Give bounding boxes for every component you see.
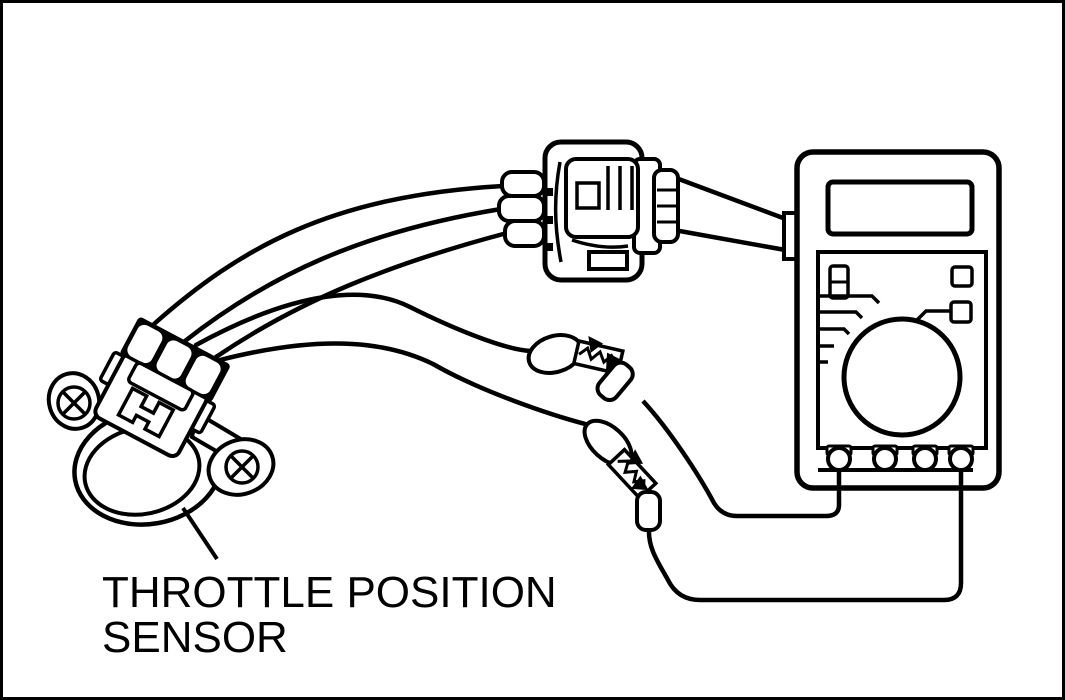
probe-boot-lower — [635, 490, 662, 532]
meter-button-1 — [950, 265, 974, 288]
diagram-label: THROTTLE POSITION SENSOR — [102, 568, 557, 662]
panel-mark-3 — [818, 327, 851, 336]
jack-2 — [872, 446, 898, 472]
harness-wire-to-meter-1 — [673, 175, 794, 224]
meter-rotary-dial — [841, 316, 963, 438]
digital-multimeter — [641, 149, 1002, 603]
harness-seal-1 — [500, 170, 546, 198]
sensor-connector-latch — [116, 386, 176, 439]
sensor-wire-2 — [182, 206, 504, 344]
sensor-wire-1 — [151, 183, 506, 327]
sensor-wire-to-upper-probe — [193, 292, 534, 354]
sensor-wire-to-lower-probe — [217, 341, 592, 428]
sensor-wire-3 — [213, 230, 510, 360]
harness-seal-3 — [503, 219, 546, 248]
meter-panel-controls — [818, 264, 974, 364]
test-lead-upper — [641, 399, 842, 519]
harness-connector-lock-tab — [587, 250, 629, 271]
label-line-1: THROTTLE POSITION — [102, 568, 557, 617]
mounting-ear-right — [189, 409, 276, 497]
meter-display — [825, 179, 975, 237]
harness-connector — [497, 139, 680, 283]
panel-mark-1 — [818, 294, 881, 305]
alligator-clip-upper-icon — [571, 335, 625, 376]
probe-boot-upper — [595, 360, 635, 403]
jumper-probe-upper — [526, 333, 635, 403]
wire-seal-1 — [124, 321, 166, 367]
meter-input-jacks — [825, 444, 975, 472]
label-leader-line — [181, 506, 219, 561]
label-line-2: SENSOR — [102, 613, 288, 662]
harness-seal-2 — [497, 194, 546, 223]
jumper-probe-lower — [582, 418, 662, 532]
jack-3 — [912, 446, 938, 472]
meter-button-2 — [949, 300, 973, 324]
mounting-ear-left — [46, 371, 102, 431]
test-lead-lower — [646, 459, 964, 603]
sensor-connector — [93, 317, 230, 459]
jack-4 — [948, 446, 974, 472]
harness-connector-ribbed-end — [652, 168, 680, 244]
jack-1 — [826, 446, 852, 472]
panel-mark-2 — [818, 310, 864, 320]
harness-wire-to-meter-2 — [671, 227, 794, 254]
wiring-harness — [151, 175, 794, 428]
throttle-position-sensor — [46, 317, 276, 561]
